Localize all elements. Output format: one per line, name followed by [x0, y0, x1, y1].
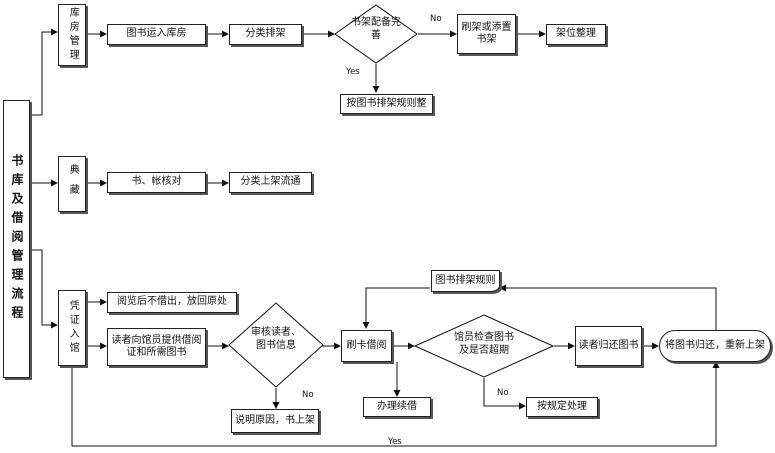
decision-check-overdue-text: 馆员检查图书及是否超期: [454, 332, 514, 356]
decision-review-reader-text: 审核读者、图书信息: [251, 327, 301, 351]
step-reader-return-text: 读者归还图书: [578, 339, 639, 351]
step-provide-card: 读者向馆员提供借阅证和所需图书: [107, 328, 206, 366]
label-no-check: No: [497, 388, 509, 398]
step-handle-by-rules-text: 按规定处理: [537, 400, 587, 412]
step-read-only-text: 阅览后不借出，放回原处: [117, 296, 227, 308]
label-yes-borrow: Yes: [388, 437, 402, 447]
step-reshelve-text: 将图书归还，重新上架: [665, 339, 765, 351]
step-shelve-by-rules: 按图书排架规则整: [340, 94, 433, 114]
step-swipe-borrow-text: 刷卡借阅: [346, 339, 387, 351]
step-add-shelves-text: 刷架或添置书架: [461, 21, 512, 46]
step-swipe-borrow: 刷卡借阅: [341, 330, 392, 362]
section-classics-label: 典藏: [67, 164, 79, 204]
step-book-account-check-text: 书、帐核对: [131, 176, 182, 188]
step-book-account-check: 书、帐核对: [107, 172, 206, 193]
step-renew: 办理续借: [363, 397, 431, 417]
step-reader-return: 读者归还图书: [575, 326, 642, 366]
step-explain-reason: 说明原因，书上架: [231, 409, 319, 433]
step-classify-circulate: 分类上架流通: [229, 172, 312, 193]
step-renew-text: 办理续借: [377, 400, 417, 412]
step-reshelve: 将图书归还，重新上架: [659, 330, 771, 362]
step-shelf-organize: 架位整理: [546, 24, 606, 45]
title-text: 书库及借阅管理流程: [10, 153, 24, 325]
step-classify-shelve: 分类排架: [229, 24, 302, 45]
label-yes-storage: Yes: [346, 67, 360, 77]
doc-shelving-rules: 图书排架规则: [431, 270, 500, 292]
step-explain-reason-text: 说明原因，书上架: [235, 414, 315, 426]
section-classics: 典藏: [58, 156, 86, 212]
step-classify-circulate-text: 分类上架流通: [240, 176, 301, 188]
section-borrow: 凭证入馆: [58, 290, 86, 366]
section-borrow-label: 凭证入馆: [67, 300, 79, 356]
step-read-only: 阅览后不借出，放回原处: [107, 292, 237, 313]
step-provide-card-text: 读者向馆员提供借阅证和所需图书: [111, 334, 202, 359]
decision-shelf-complete: [334, 4, 418, 64]
step-add-shelves: 刷架或添置书架: [457, 14, 516, 54]
decision-check-overdue: [414, 314, 554, 378]
step-handle-by-rules: 按规定处理: [526, 397, 598, 417]
decision-review-reader: [228, 302, 324, 388]
process-title: 书库及借阅管理流程: [3, 100, 30, 378]
step-classify-shelve-text: 分类排架: [245, 28, 286, 40]
section-storage-label: 库房管理: [67, 7, 79, 63]
step-books-into-storage: 图书运入库房: [107, 24, 206, 45]
label-no-storage: No: [430, 14, 442, 24]
doc-shelving-rules-text: 图书排架规则: [435, 274, 496, 286]
step-books-into-storage-text: 图书运入库房: [126, 28, 187, 40]
step-shelf-organize-text: 架位整理: [556, 28, 596, 40]
label-no-review: No: [302, 390, 314, 400]
step-shelve-by-rules-text: 按图书排架规则整: [346, 97, 427, 109]
decision-shelf-complete-text: 书架配备完善: [351, 17, 401, 41]
section-storage: 库房管理: [58, 4, 86, 66]
